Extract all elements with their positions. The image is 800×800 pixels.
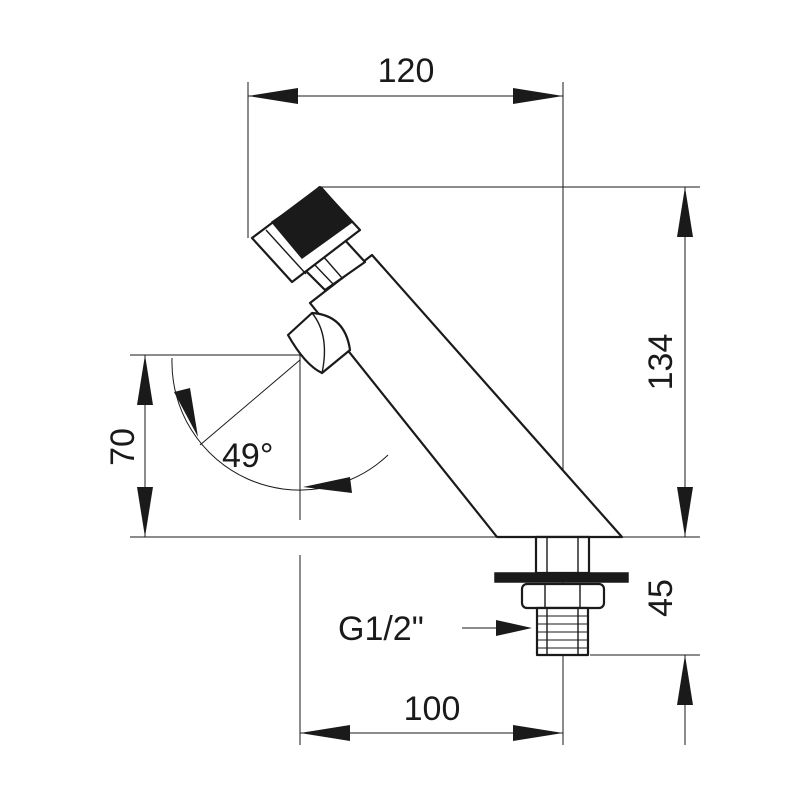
- dimension-line-connector-height: [677, 655, 693, 745]
- dimension-line-total-height: [677, 187, 693, 537]
- push-button-head: [250, 185, 367, 292]
- dimension-line-lever-height: [137, 355, 153, 537]
- dim-label-bottom-width: 100: [404, 690, 461, 728]
- mounting-connector: [494, 535, 629, 657]
- dim-label-lever-height: 70: [104, 428, 142, 466]
- dimension-line-bottom-width: [300, 725, 563, 741]
- angle-arc: [171, 357, 389, 493]
- faucet-body: [308, 253, 624, 539]
- dim-label-top-width: 120: [378, 52, 435, 90]
- thread-leader: [462, 620, 532, 636]
- spout: [286, 311, 352, 375]
- dim-label-total-height: 134: [642, 334, 680, 391]
- dim-label-angle: 49°: [222, 437, 273, 475]
- dim-label-thread: G1/2": [338, 610, 424, 648]
- dim-label-connector-height: 45: [642, 579, 680, 617]
- dimension-line-top-width: [248, 88, 563, 104]
